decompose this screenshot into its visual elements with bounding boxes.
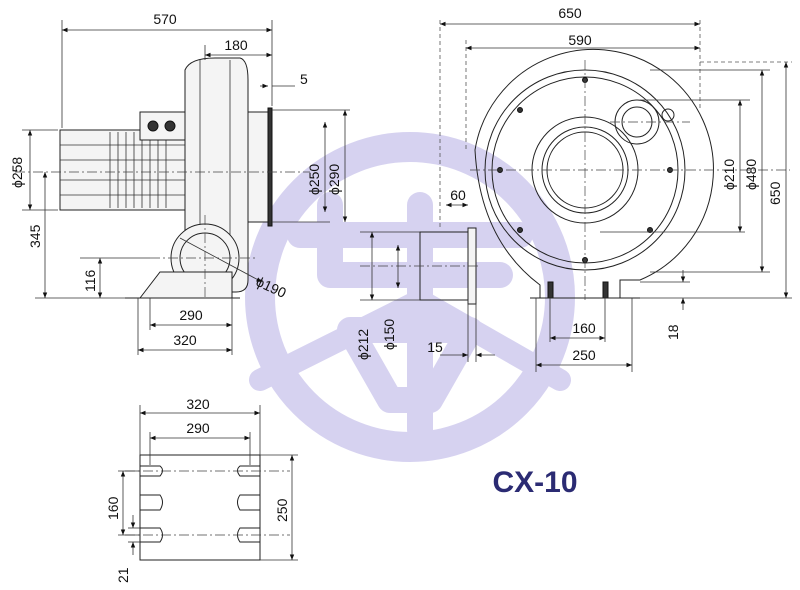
dim-base-height: 18	[665, 324, 681, 340]
dim-slot-spacing-front: 160	[572, 320, 596, 336]
motor-fins	[109, 132, 167, 208]
dim-plate-depth: 250	[274, 498, 290, 522]
dim-outlet-offset: 15	[427, 339, 443, 355]
dim-casing-diameter: ϕ480	[743, 159, 759, 190]
dim-inlet-inner-diameter: ϕ250	[306, 164, 322, 195]
dim-front-overall-height: 650	[767, 181, 783, 205]
dim-outlet-height: 116	[82, 269, 98, 292]
dim-front-base-width: 250	[572, 347, 596, 363]
dim-motor-diameter: ϕ258	[9, 157, 25, 188]
dim-front-overall-width: 650	[558, 5, 582, 21]
dim-inlet-outer-diameter: ϕ290	[326, 164, 342, 195]
model-label: CX-10	[492, 466, 577, 499]
dim-outlet-outer-diameter: ϕ212	[355, 329, 371, 360]
front-view: 650 590 60 ϕ210 ϕ480 650 ϕ212 ϕ150	[355, 5, 792, 372]
side-view: 570 180 5 ϕ258 345 116 ϕ250 ϕ290 ϕ190	[9, 11, 350, 355]
dim-base-outer-width: 320	[173, 332, 197, 348]
dim-plate-slot-spacing: 160	[105, 496, 121, 520]
dim-front-inner-width: 590	[568, 32, 592, 48]
base-plate-view: 320 290 160 250 21	[105, 396, 298, 583]
dim-slot-width: 21	[115, 567, 131, 583]
terminal-box	[139, 111, 186, 141]
inlet-pipe	[247, 111, 269, 223]
dim-flange-thickness: 5	[300, 71, 308, 87]
dim-plate-inner-width: 290	[186, 420, 210, 436]
inlet-flange	[267, 107, 273, 227]
volute-casing	[474, 48, 714, 299]
dim-center-height: 345	[27, 224, 43, 248]
dim-overall-length: 570	[153, 11, 177, 27]
dim-base-inner-width: 290	[179, 307, 203, 323]
motor-body	[59, 129, 191, 211]
base-bracket	[138, 271, 233, 299]
watermark-logo	[245, 132, 575, 462]
dim-plate-outer-width: 320	[186, 396, 210, 412]
dim-inlet-length: 180	[224, 37, 248, 53]
dim-outlet-inner-diameter: ϕ150	[381, 319, 397, 350]
dim-inlet-diameter: ϕ210	[721, 159, 737, 190]
dim-flange-depth: 60	[450, 187, 466, 203]
